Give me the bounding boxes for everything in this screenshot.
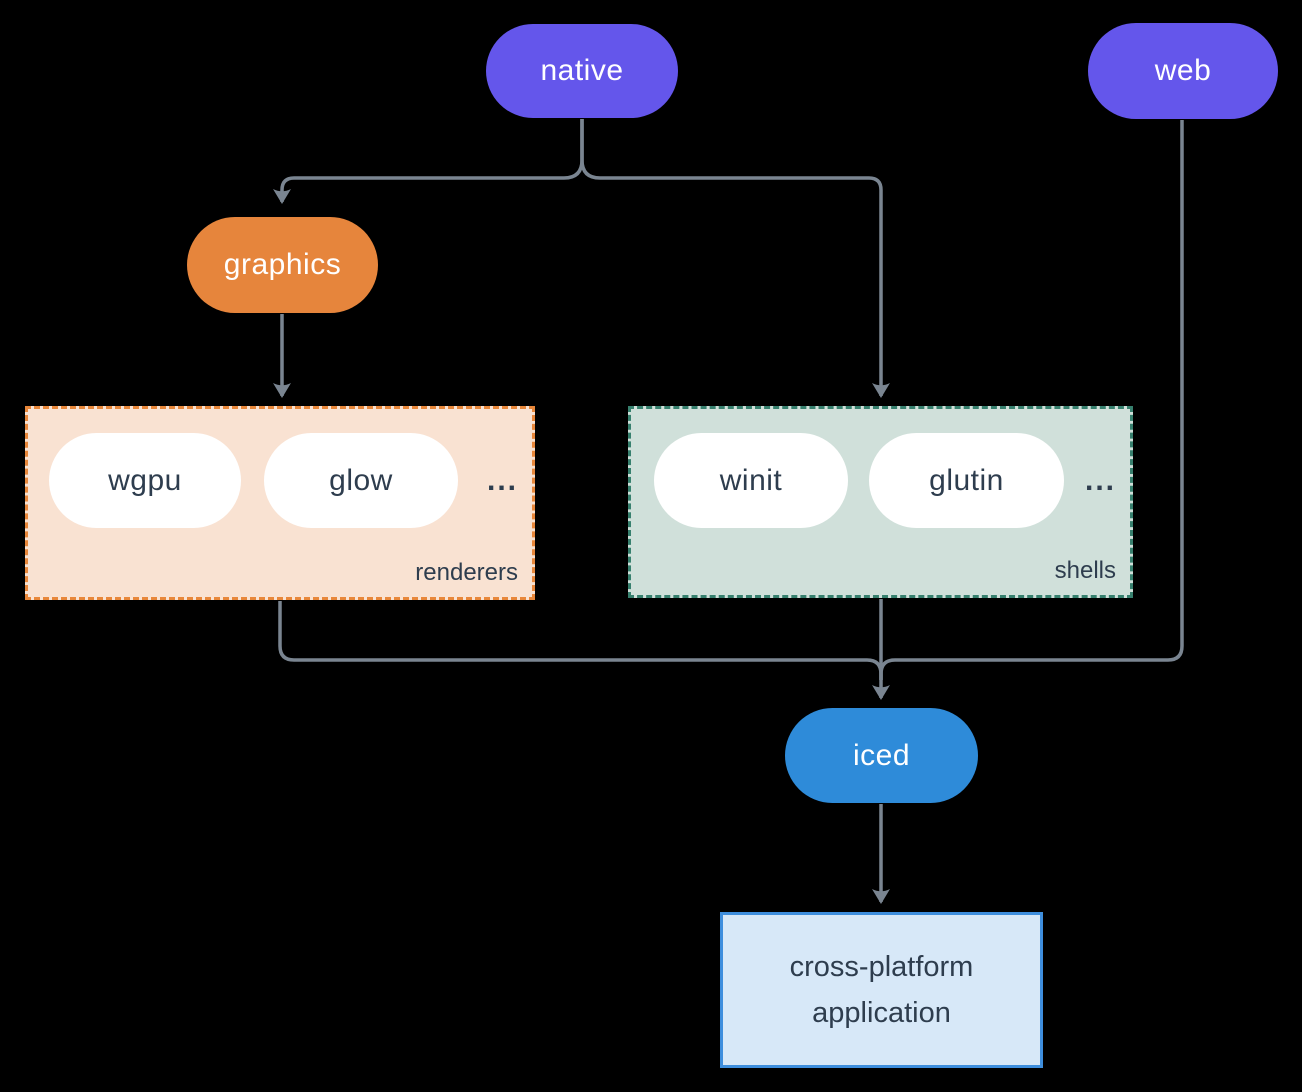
edge-renderers-to-junction (278, 601, 883, 680)
group-renderers: wgpu glow ... renderers (25, 406, 535, 600)
group-shells: winit glutin ... shells (628, 406, 1133, 598)
node-glow-label: glow (329, 463, 393, 497)
app-label-line1: cross-platform (789, 951, 974, 983)
edge-native-to-shells (580, 119, 890, 398)
node-wgpu: wgpu (49, 433, 241, 528)
renderers-ellipsis: ... (486, 463, 518, 497)
node-glutin: glutin (869, 433, 1064, 528)
node-graphics: graphics (187, 217, 378, 313)
node-glutin-label: glutin (929, 463, 1004, 497)
node-native: native (486, 24, 678, 118)
node-graphics-label: graphics (223, 248, 342, 281)
node-native-label: native (540, 54, 624, 87)
shells-group-label: shells (1054, 557, 1116, 584)
node-wgpu-label: wgpu (108, 463, 182, 497)
edge-native-to-graphics (273, 119, 584, 204)
node-iced-label: iced (852, 738, 911, 772)
renderers-group-label: renderers (415, 559, 518, 586)
app-label-line2: application (812, 997, 951, 1029)
node-glow: glow (264, 433, 458, 528)
node-winit: winit (654, 433, 848, 528)
shells-ellipsis: ... (1084, 463, 1116, 497)
node-iced: iced (785, 708, 978, 803)
node-web-label: web (1154, 54, 1212, 87)
node-winit-label: winit (719, 463, 783, 497)
node-web: web (1088, 23, 1278, 119)
node-cross-platform-application: cross-platform application (720, 912, 1043, 1068)
